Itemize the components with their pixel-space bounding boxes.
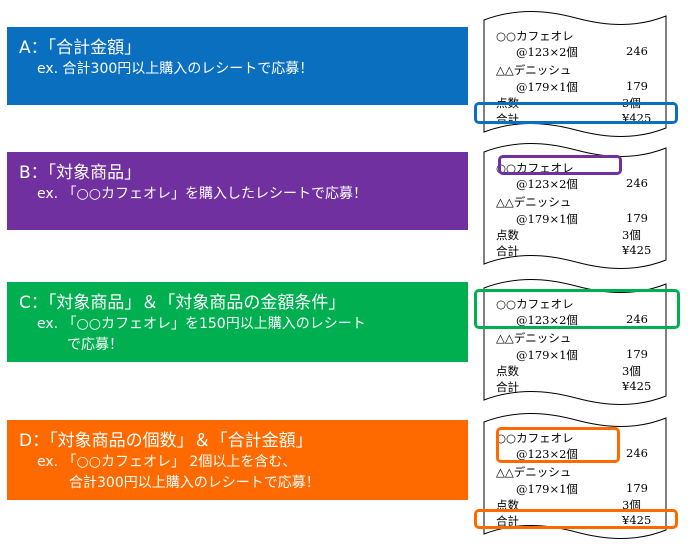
receipt: ○○カフェオレ @123×2個 246 △△デニッシュ @179×1個 179 点数 3個合計… xyxy=(474,276,680,410)
receipt-count-label: 点数 xyxy=(496,364,519,378)
receipt-total-value: ¥425 xyxy=(622,243,652,257)
receipt-item2-detail: @179×1個 xyxy=(516,348,578,362)
case-title: C：「対象商品」＆「対象商品の金額条件」 xyxy=(19,293,346,313)
receipt-total-value: ¥425 xyxy=(622,513,652,527)
highlight-frame xyxy=(498,155,622,175)
highlight-frame xyxy=(474,289,680,329)
receipt-item1: ○○カフェオレ xyxy=(496,161,574,175)
receipt-total-label: 合計 xyxy=(496,244,519,258)
case-title: B：「対象商品」 xyxy=(19,163,142,183)
case-example: ex. 合計300円以上購入のレシートで応募！ xyxy=(37,61,314,77)
receipt-total-label: 合計 xyxy=(496,514,519,528)
receipt-item1: ○○カフェオレ xyxy=(496,29,574,43)
receipt-item2: △△デニッシュ xyxy=(496,465,572,479)
receipt-item1-price: 246 xyxy=(626,312,648,326)
receipt-count-label: 点数 xyxy=(496,498,519,512)
case-title: A：「合計金額」 xyxy=(19,38,142,58)
receipt-item1-price: 246 xyxy=(626,176,648,190)
receipt-item2: △△デニッシュ xyxy=(496,331,572,345)
receipt-item2-detail: @179×1個 xyxy=(516,482,578,496)
receipt-item2-price: 179 xyxy=(626,79,648,93)
highlight-frame xyxy=(474,509,678,529)
case-example: ex. 「○○カフェオレ」を150円以上購入のレシート xyxy=(37,316,366,332)
receipt-item1: ○○カフェオレ xyxy=(496,431,574,445)
receipt-count-value: 3個 xyxy=(622,228,641,242)
receipt-item2-price: 179 xyxy=(626,347,648,361)
receipt-item1: ○○カフェオレ xyxy=(496,297,574,311)
receipt-item1-price: 246 xyxy=(626,446,648,460)
receipt-total-value: ¥425 xyxy=(622,379,652,393)
receipt: ○○カフェオレ @123×2個 246 △△デニッシュ @179×1個 179 点数 3個合計… xyxy=(476,140,674,274)
receipt-count-value: 3個 xyxy=(622,498,641,512)
case-example: ex. 「○○カフェオレ」を購入したレシートで応募！ xyxy=(37,186,367,202)
case-example: ex. 「○○カフェオレ」 2個以上を含む、 xyxy=(37,454,297,470)
receipt-item1-detail: @123×2個 xyxy=(516,45,578,59)
case-box-b: B：「対象商品」 ex. 「○○カフェオレ」を購入したレシートで応募！ xyxy=(7,152,468,230)
case-box-c: C：「対象商品」＆「対象商品の金額条件」 ex. 「○○カフェオレ」を150円以上… xyxy=(7,282,468,362)
receipt-count-value: 3個 xyxy=(622,364,641,378)
highlight-frame xyxy=(474,102,678,124)
receipt-count-label: 点数 xyxy=(496,228,519,242)
case-box-d: D：「対象商品の個数」＆「合計金額」 ex. 「○○カフェオレ」 2個以上を含む、… xyxy=(7,420,468,500)
case-example: 合計300円以上購入のレシートで応募！ xyxy=(69,475,320,491)
receipt-item1-detail: @123×2個 xyxy=(516,447,578,461)
receipt-total-label: 合計 xyxy=(496,380,519,394)
receipt-item2: △△デニッシュ xyxy=(496,195,572,209)
receipt-item2-detail: @179×1個 xyxy=(516,80,578,94)
receipt-item2: △△デニッシュ xyxy=(496,63,572,77)
receipt: ○○カフェオレ @123×2個 246 △△デニッシュ @179×1個 179 点数 3個合計… xyxy=(474,410,678,544)
highlight-frame xyxy=(496,427,620,463)
receipt-item2-price: 179 xyxy=(626,481,648,495)
receipt-item2-detail: @179×1個 xyxy=(516,212,578,226)
receipt-item1-detail: @123×2個 xyxy=(516,177,578,191)
case-example: で応募！ xyxy=(67,337,123,353)
case-box-a: A：「合計金額」 ex. 合計300円以上購入のレシートで応募！ xyxy=(7,27,468,105)
case-title: D：「対象商品の個数」＆「合計金額」 xyxy=(19,431,313,451)
receipt-item1-detail: @123×2個 xyxy=(516,313,578,327)
receipt-paper xyxy=(483,11,667,137)
receipt-paper xyxy=(483,279,667,405)
receipt-item1-price: 246 xyxy=(626,44,648,58)
receipt-item2-price: 179 xyxy=(626,211,648,225)
